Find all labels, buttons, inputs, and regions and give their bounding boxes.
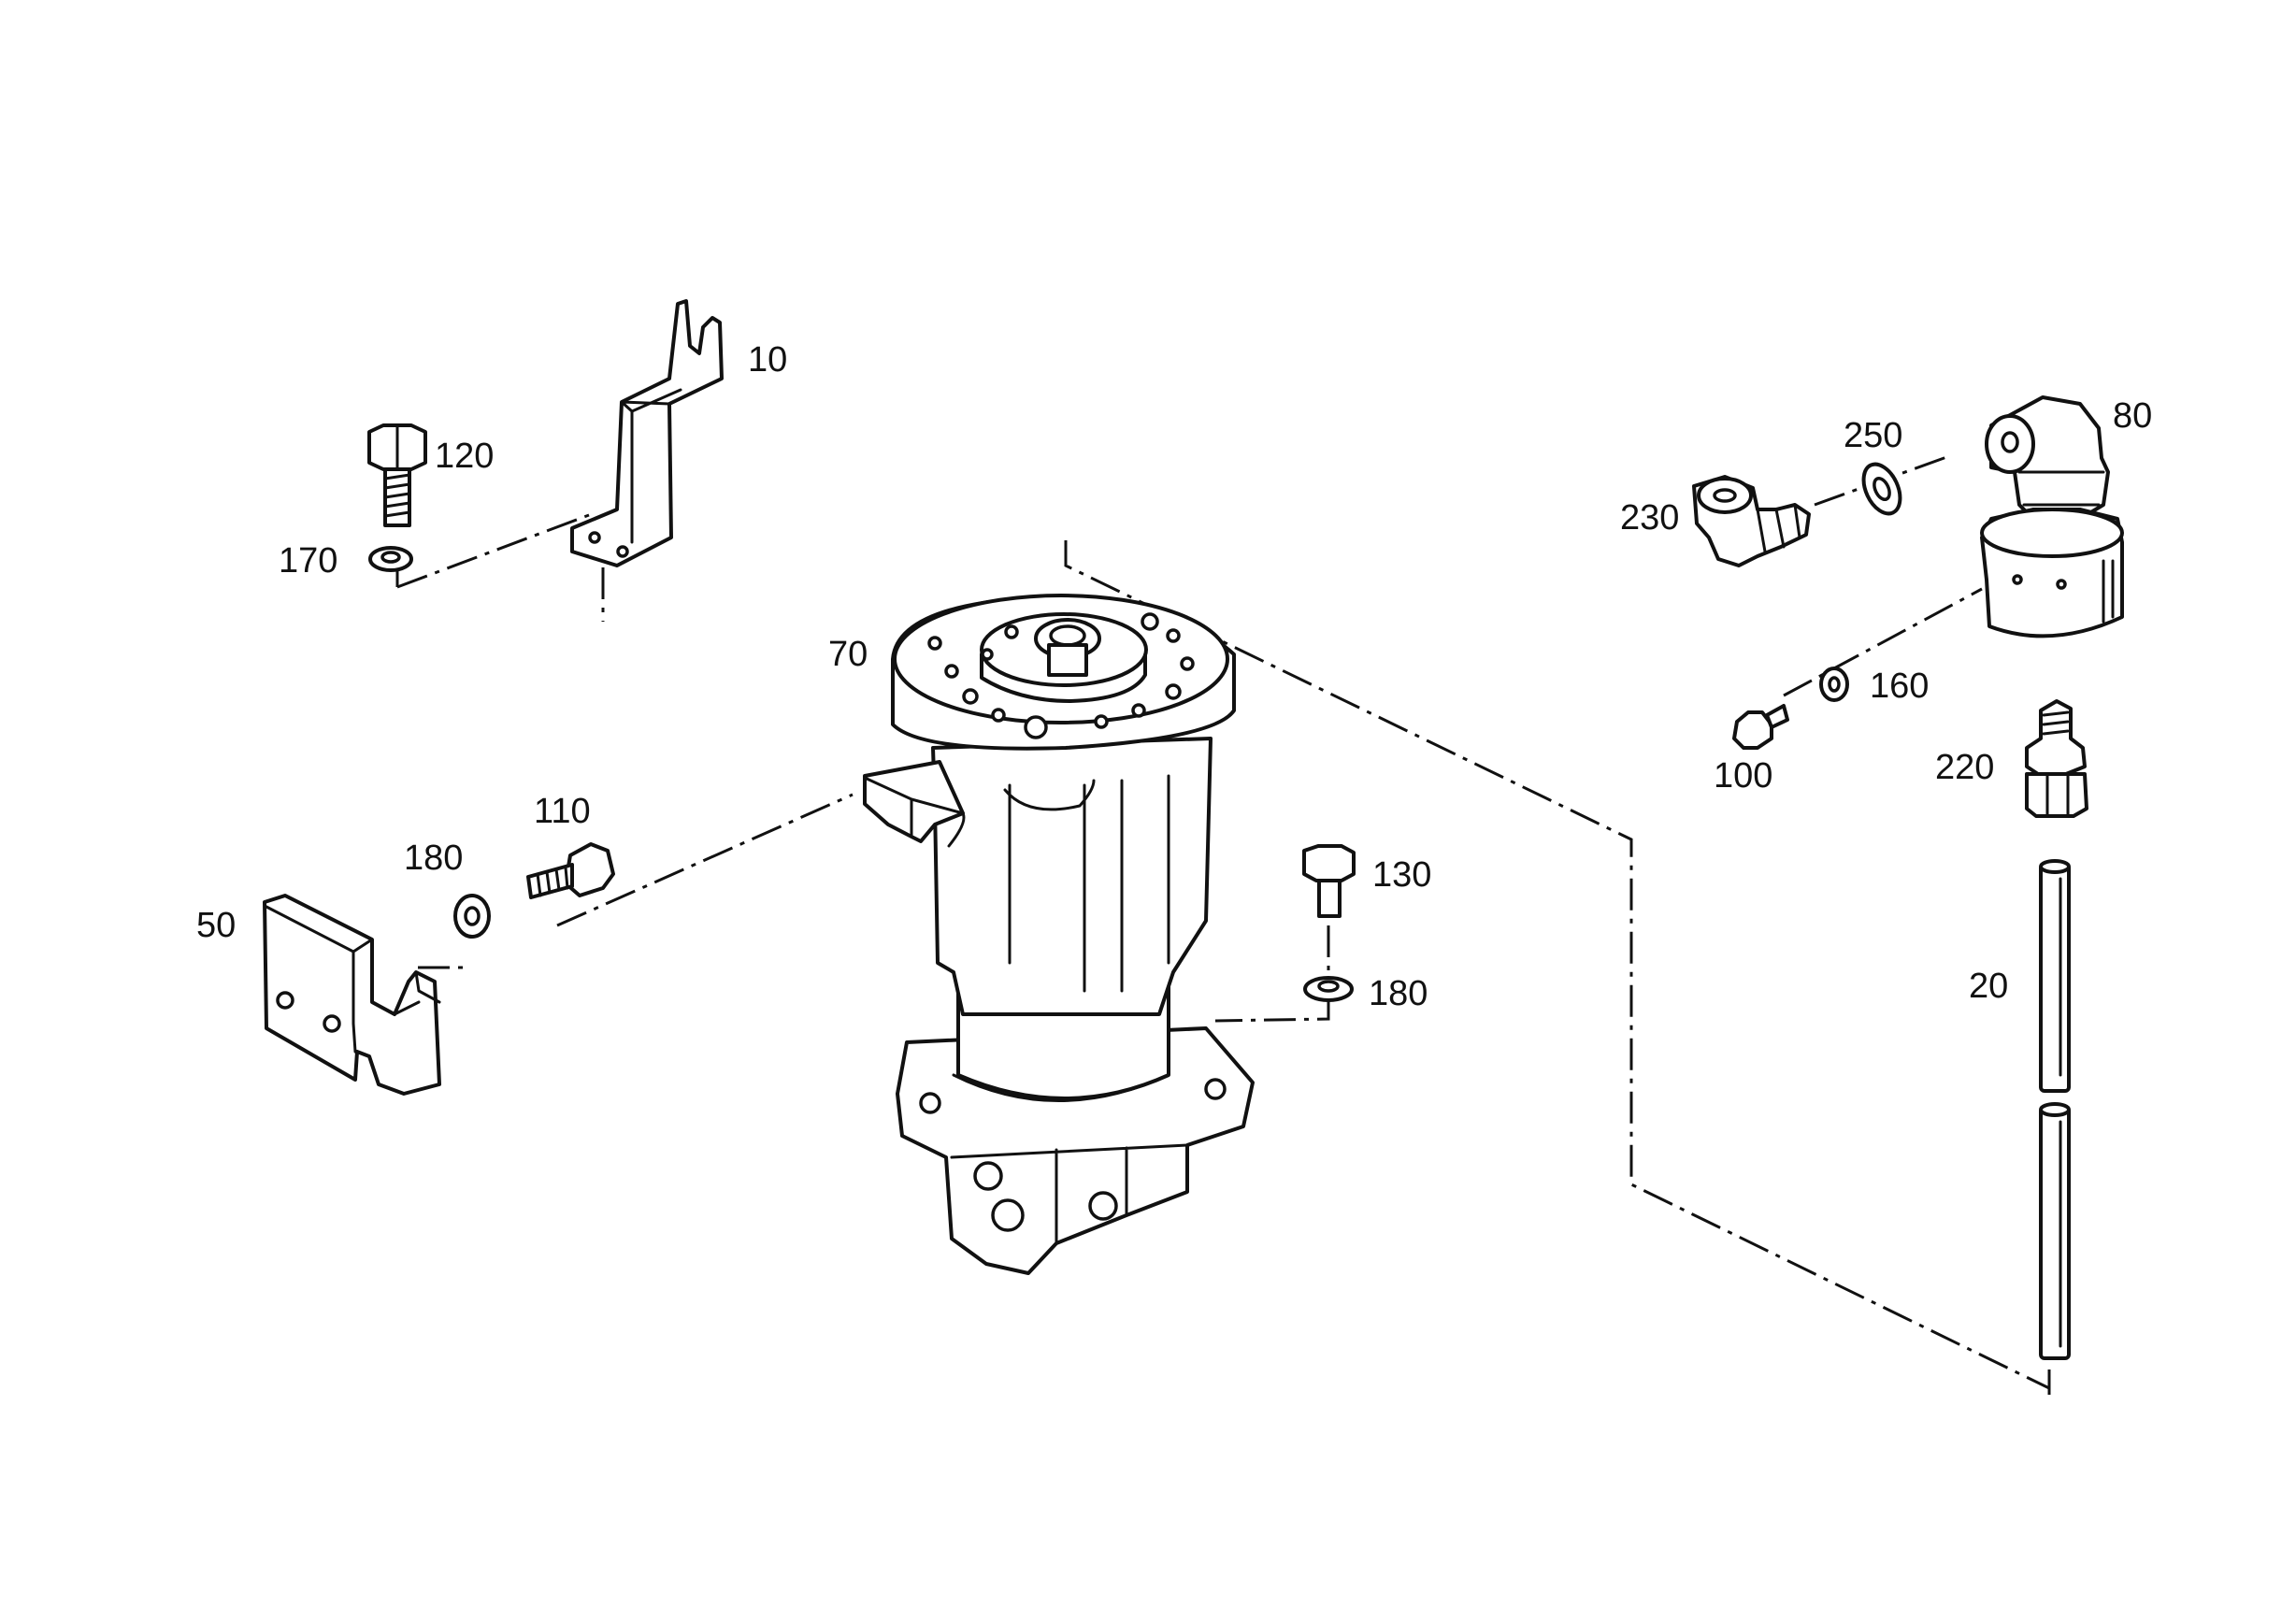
fitting-220 [2025, 699, 2088, 818]
bolt-120 [367, 423, 427, 527]
callout-130: 130 [1372, 855, 1431, 895]
callout-50: 50 [196, 906, 236, 945]
leader-180-to-flange [1214, 998, 1330, 1023]
bolt-110 [526, 842, 615, 899]
callout-10: 10 [748, 340, 787, 380]
plate-part [263, 894, 441, 1096]
bolt-130 [1302, 844, 1356, 918]
washer-160 [1819, 667, 1849, 702]
callout-220: 220 [1935, 748, 1994, 787]
housing-part [863, 594, 1255, 1275]
callout-180-left: 180 [404, 839, 463, 878]
callout-labels: 10 120 170 70 110 180 50 130 180 80 250 … [196, 340, 2152, 1013]
callout-110: 110 [534, 792, 591, 831]
callout-100: 100 [1714, 756, 1772, 796]
leader-70-to-20 [1064, 540, 2050, 1390]
callout-250: 250 [1844, 416, 1902, 455]
leader-100-to-80 [1783, 587, 1983, 697]
leader-170-to-10 [396, 510, 597, 589]
callout-120: 120 [435, 437, 494, 476]
fitting-230 [1692, 475, 1811, 567]
callout-160: 160 [1870, 667, 1929, 706]
washer-180-right [1303, 976, 1354, 1002]
leader-110-to-70 [556, 793, 854, 927]
washer-180-left [453, 894, 491, 939]
callout-230: 230 [1620, 498, 1679, 538]
callout-80: 80 [2113, 396, 2152, 436]
fitting-80 [1980, 395, 2124, 638]
screw-100 [1732, 704, 1789, 750]
callout-20: 20 [1969, 967, 2008, 1006]
callout-170: 170 [279, 541, 337, 581]
washer-170 [368, 546, 413, 572]
seal-ring-250 [1861, 462, 1902, 516]
tube-20 [2039, 859, 2071, 1360]
bracket-part [570, 299, 724, 567]
callout-180-right: 180 [1369, 974, 1428, 1013]
callout-70: 70 [828, 635, 868, 674]
